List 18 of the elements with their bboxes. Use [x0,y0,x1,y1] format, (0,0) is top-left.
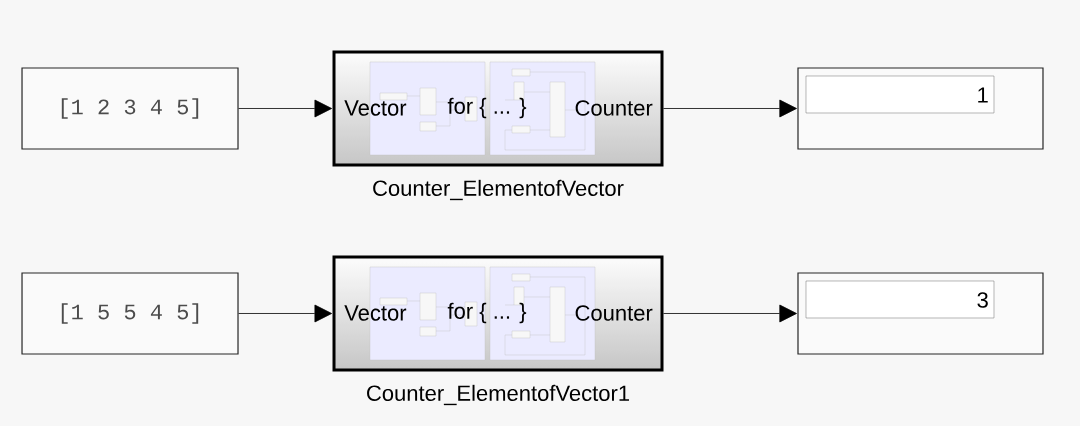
block-name: Counter_ElementofVector [373,179,624,201]
port-label: Counter [575,100,653,116]
block-name: Counter_ElementofVector1 [367,384,629,406]
block-label: for { ... } [447,97,527,119]
arrow [238,99,332,118]
display-block: 3 [797,272,1044,355]
port-label: Vector [344,100,407,116]
constant-block: [1 5 5 4 5] [21,272,239,355]
display-block: 1 [797,67,1044,150]
arrow [663,99,797,118]
arrow [663,304,797,323]
subsystem-block [332,255,664,372]
port-label: Vector [344,305,407,321]
block-label: for { ... } [447,302,527,324]
arrow [238,304,332,323]
constant-block: [1 2 3 4 5] [21,67,239,150]
subsystem-block [332,50,664,167]
port-label: Counter [575,305,653,321]
